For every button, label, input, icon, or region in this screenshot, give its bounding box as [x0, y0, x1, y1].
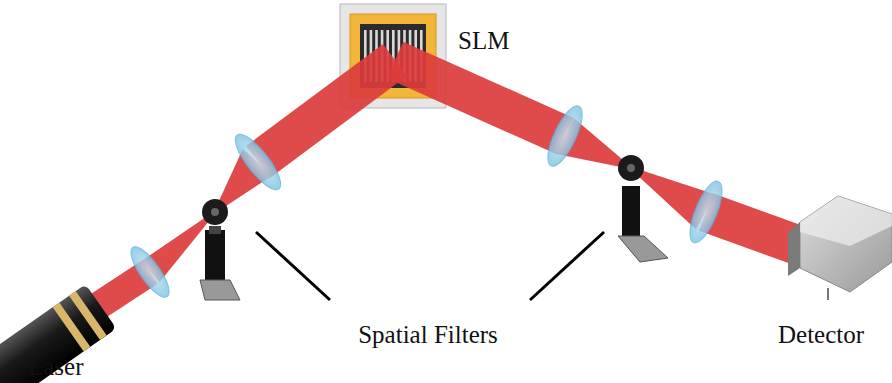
lens: [683, 177, 728, 246]
laser-beam: [387, 42, 573, 155]
laser: [0, 284, 116, 383]
callout-label: Spatial Filters: [358, 322, 498, 347]
device-label: Detector: [778, 322, 864, 347]
detector: [788, 196, 892, 300]
device-label: Laser: [28, 354, 84, 379]
lens: [125, 242, 176, 303]
spatial-filter-mount: [200, 199, 240, 300]
leader-line: [256, 232, 330, 300]
leader-line: [530, 232, 604, 300]
device-label: SLM: [458, 28, 509, 53]
laser-beam: [246, 44, 407, 178]
lens: [228, 128, 287, 195]
spatial-filter-mount: [618, 155, 668, 262]
lens: [541, 101, 589, 170]
